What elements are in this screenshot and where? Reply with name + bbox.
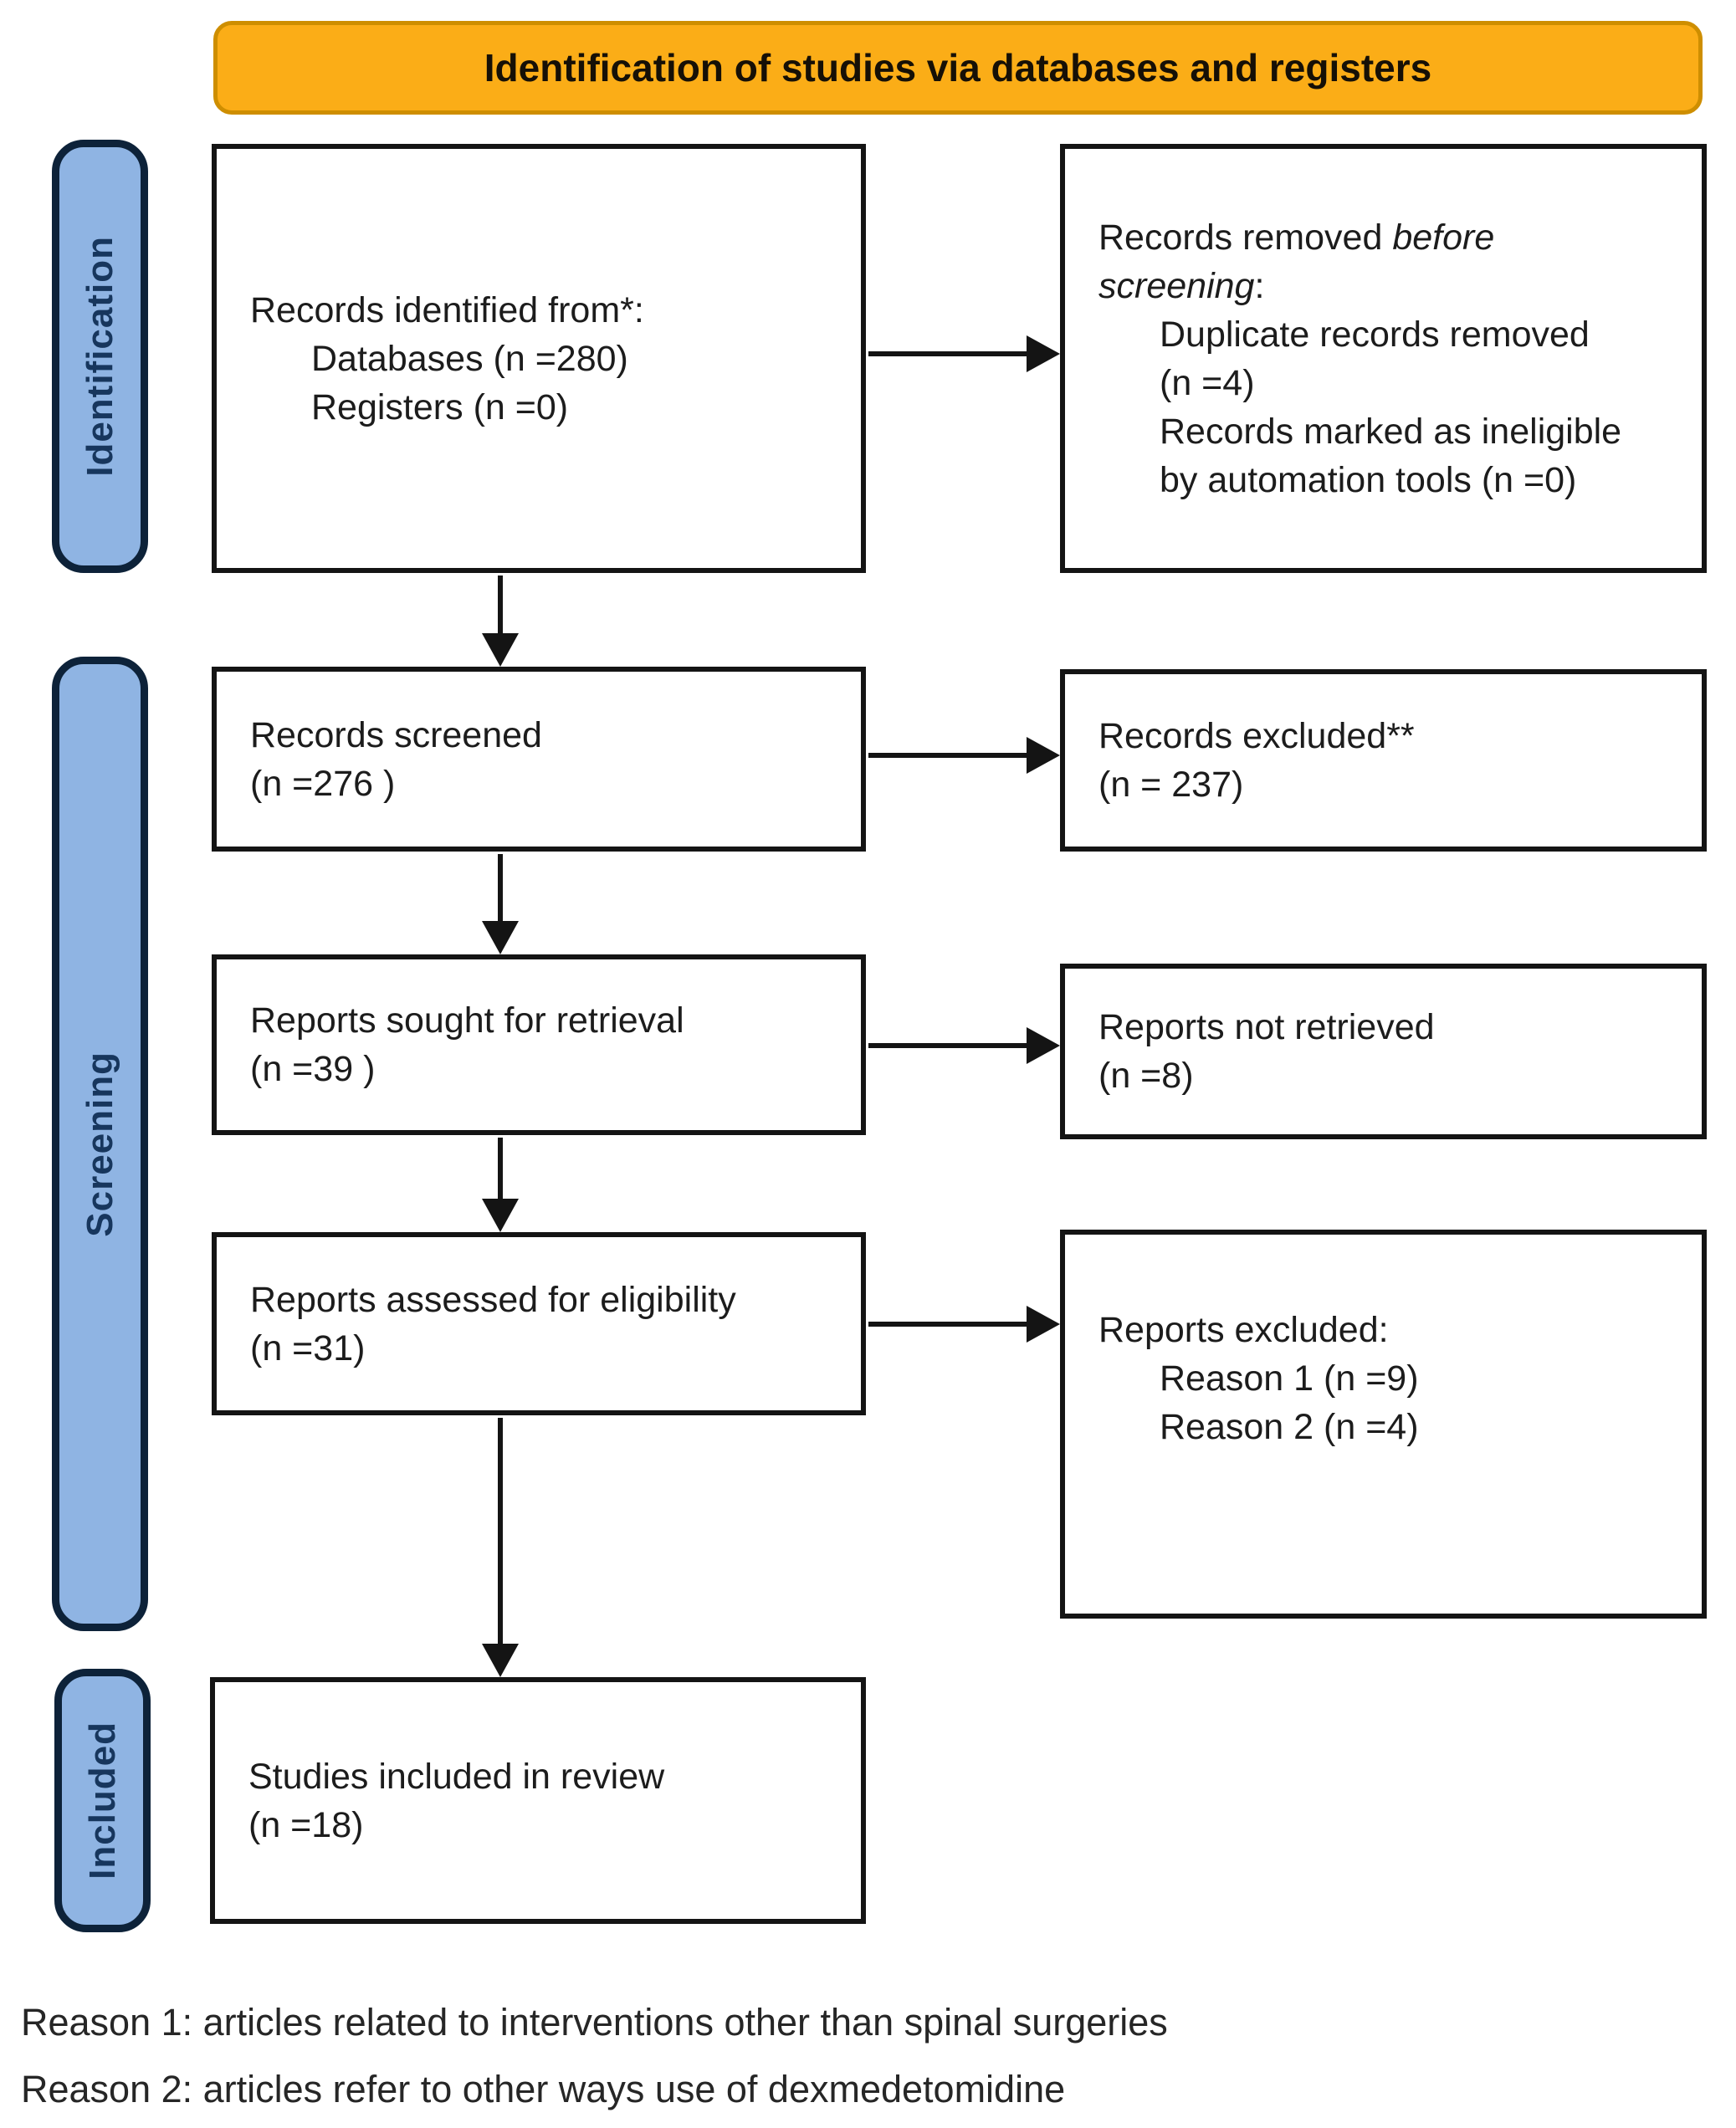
box-records-screened: Records screened (n =276 )	[212, 667, 866, 852]
records-removed-heading-line1: Records removed before	[1098, 213, 1677, 262]
stage-screening-text: Screening	[79, 1051, 120, 1237]
arrow-line-screened-to-sought	[498, 854, 503, 923]
stage-label-identification: Identification	[52, 140, 148, 573]
footnote-reason1: Reason 1: articles related to interventi…	[21, 2001, 1168, 2044]
studies-included-count: (n =18)	[248, 1804, 364, 1845]
arrow-line-sought-to-assessed	[498, 1138, 503, 1201]
arrowhead-screened-to-excluded	[1027, 737, 1060, 774]
diagram-title-banner: Identification of studies via databases …	[213, 21, 1703, 115]
reports-assessed-count: (n =31)	[250, 1327, 366, 1368]
records-excluded-label: Records excluded**	[1098, 716, 1415, 756]
stage-label-included: Included	[54, 1669, 151, 1932]
records-identified-heading: Records identified from*:	[250, 289, 644, 330]
box-studies-included: Studies included in review (n =18)	[210, 1677, 866, 1924]
automation-tools-count: by automation tools (n =0)	[1160, 459, 1577, 500]
box-records-removed: Records removed before screening: Duplic…	[1060, 144, 1707, 573]
box-reports-excluded: Reports excluded: Reason 1 (n =9) Reason…	[1060, 1230, 1707, 1619]
records-removed-heading-line2: screening:	[1098, 262, 1677, 310]
records-identified-databases: Databases (n =280)	[311, 338, 628, 379]
reports-excluded-reason1: Reason 1 (n =9)	[1160, 1358, 1419, 1399]
duplicate-records-removed: Duplicate records removed	[1160, 314, 1590, 355]
arrowhead-screened-to-sought	[482, 921, 519, 954]
records-removed-screening-italic: screening	[1098, 265, 1255, 306]
diagram-title: Identification of studies via databases …	[484, 46, 1432, 90]
arrow-line-assessed-to-included	[498, 1418, 503, 1646]
reports-sought-count: (n =39 )	[250, 1049, 376, 1089]
reports-sought-label: Reports sought for retrieval	[250, 1000, 684, 1041]
box-records-excluded: Records excluded** (n = 237)	[1060, 669, 1707, 852]
records-marked-ineligible: Records marked as ineligible	[1160, 411, 1622, 452]
records-screened-label: Records screened	[250, 714, 542, 755]
box-reports-assessed: Reports assessed for eligibility (n =31)	[212, 1232, 866, 1415]
arrow-line-sought-to-not-retrieved	[868, 1043, 1029, 1048]
box-reports-sought: Reports sought for retrieval (n =39 )	[212, 954, 866, 1135]
box-reports-not-retrieved: Reports not retrieved (n =8)	[1060, 964, 1707, 1139]
arrow-line-assessed-to-excluded	[868, 1322, 1029, 1327]
reports-not-retrieved-label: Reports not retrieved	[1098, 1007, 1435, 1047]
studies-included-label: Studies included in review	[248, 1756, 665, 1797]
stage-label-screening: Screening	[52, 657, 148, 1631]
arrow-line-screened-to-excluded	[868, 753, 1029, 758]
records-removed-text: Records removed	[1098, 217, 1393, 258]
arrowhead-sought-to-not-retrieved	[1027, 1027, 1060, 1064]
reports-not-retrieved-count: (n =8)	[1098, 1056, 1194, 1096]
records-excluded-count: (n = 237)	[1098, 765, 1244, 805]
arrow-line-identified-to-removed	[868, 351, 1029, 356]
records-removed-before-italic: before	[1392, 217, 1495, 258]
footnote-reason2: Reason 2: articles refer to other ways u…	[21, 2068, 1066, 2110]
stage-identification-text: Identification	[79, 236, 120, 477]
arrowhead-identified-to-screened	[482, 633, 519, 667]
arrowhead-identified-to-removed	[1027, 335, 1060, 372]
arrow-line-identified-to-screened	[498, 575, 503, 637]
box-records-identified: Records identified from*: Databases (n =…	[212, 144, 866, 573]
records-identified-registers: Registers (n =0)	[311, 386, 569, 427]
duplicate-records-count: (n =4)	[1160, 362, 1255, 403]
arrowhead-sought-to-assessed	[482, 1199, 519, 1232]
reports-excluded-reason2: Reason 2 (n =4)	[1160, 1406, 1419, 1447]
arrowhead-assessed-to-excluded	[1027, 1306, 1060, 1343]
stage-included-text: Included	[81, 1721, 123, 1880]
reports-excluded-label: Reports excluded:	[1098, 1309, 1389, 1350]
records-removed-colon: :	[1254, 265, 1265, 306]
reports-assessed-label: Reports assessed for eligibility	[250, 1279, 736, 1320]
records-screened-count: (n =276 )	[250, 763, 396, 804]
arrowhead-assessed-to-included	[482, 1644, 519, 1677]
